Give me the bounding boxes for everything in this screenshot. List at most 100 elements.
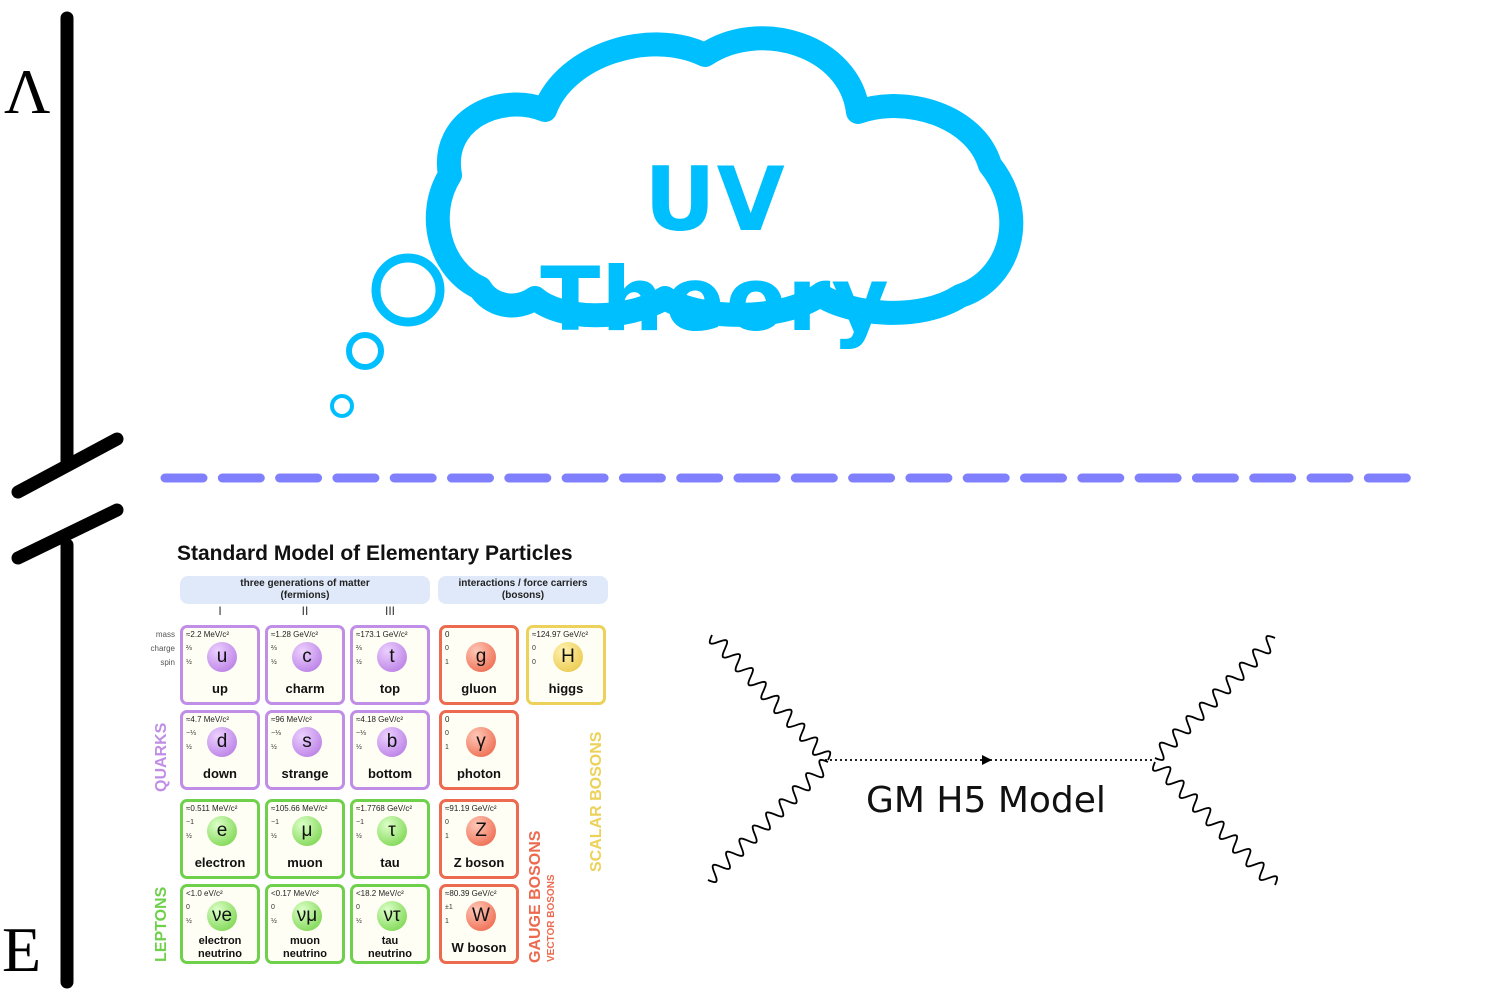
quarks-label: QUARKS: [153, 722, 170, 792]
particle-charge: 0: [532, 645, 536, 652]
particle-charge: ±1: [445, 904, 453, 911]
standard-model-title: Standard Model of Elementary Particles: [177, 542, 573, 565]
particle-spin: 1: [445, 833, 449, 840]
particle-charge: −⅓: [186, 730, 196, 737]
particle-spin: ½: [356, 659, 362, 666]
particle-spin: ½: [271, 833, 277, 840]
particle-card: ≈105.66 MeV/c² −1 ½ μ muon: [265, 799, 345, 879]
uv-theory-cloud: [425, 26, 1024, 328]
gm-h5-model-label: GM H5 Model: [866, 780, 1106, 821]
particle-spin: ½: [186, 744, 192, 751]
row-label-charge: charge: [150, 644, 175, 653]
particle-symbol: g: [466, 642, 496, 672]
particle-name: photon: [456, 766, 502, 781]
axis-break-mark-lower: [11, 503, 124, 565]
particle-charge: ⅔: [186, 645, 192, 652]
particle-charge: −1: [271, 819, 279, 826]
particle-mass: ≈124.97 GeV/c²: [532, 630, 588, 639]
bosons-header-line1: interactions / force carriers: [458, 578, 588, 589]
particle-mass: ≈2.2 MeV/c²: [186, 630, 230, 639]
particle-charge: 0: [445, 730, 449, 737]
particle-mass: <18.2 MeV/c²: [356, 889, 404, 898]
particle-name: charm: [285, 681, 325, 696]
scale-label-energy: E: [2, 914, 42, 985]
photon-line-out-bottom: [1151, 761, 1279, 886]
particle-symbol: γ: [466, 727, 496, 757]
particle-spin: ½: [356, 918, 362, 925]
particle-mass: ≈105.66 MeV/c²: [271, 804, 328, 813]
particle-symbol: νμ: [292, 901, 322, 931]
particle-charge: 0: [445, 645, 449, 652]
particle-symbol: u: [207, 642, 237, 672]
particle-spin: 1: [445, 659, 449, 666]
particle-symbol: e: [207, 816, 237, 846]
particle-charge: 0: [271, 904, 275, 911]
particle-name: strange: [281, 766, 329, 781]
particle-mass: <0.17 MeV/c²: [271, 889, 319, 898]
photon-line-out-top: [1154, 634, 1276, 762]
bosons-header: interactions / force carriers (bosons): [438, 576, 608, 604]
particle-mass: ≈91.19 GeV/c²: [445, 804, 497, 813]
thought-bubble-large: [371, 253, 445, 327]
particle-name: top: [379, 681, 401, 696]
particle-mass: ≈1.7768 GeV/c²: [356, 804, 412, 813]
particle-mass: ≈173.1 GeV/c²: [356, 630, 408, 639]
uv-theory-title: UV Theory: [540, 148, 890, 351]
particle-mass: 0: [445, 630, 450, 639]
vector-bosons-label: VECTOR BOSONS: [546, 874, 557, 962]
photon-line-in-bottom: [707, 758, 829, 884]
particle-symbol: νe: [207, 901, 237, 931]
particle-symbol: μ: [292, 816, 322, 846]
particle-charge: ⅔: [356, 645, 362, 652]
particle-card: ≈91.19 GeV/c² 0 1 Z Z boson: [439, 799, 519, 879]
particle-name: up: [212, 681, 228, 696]
generation-label-3: III: [384, 604, 395, 618]
particle-symbol: H: [553, 642, 583, 672]
particle-spin: ½: [356, 833, 362, 840]
particle-charge: 0: [445, 819, 449, 826]
particle-mass: ≈1.28 GeV/c²: [271, 630, 319, 639]
axis-break-mark-upper: [11, 432, 124, 499]
particle-charge: 0: [186, 904, 190, 911]
particle-spin: ½: [271, 659, 277, 666]
generation-label-1: I: [218, 604, 222, 618]
particle-name: W boson: [451, 940, 507, 955]
particle-name: tau: [380, 855, 400, 870]
particle-symbol: Z: [466, 816, 496, 846]
particle-mass: ≈96 MeV/c²: [271, 715, 312, 724]
particle-spin: ½: [186, 918, 192, 925]
particle-name: Z boson: [453, 855, 505, 870]
particle-spin: ½: [271, 918, 277, 925]
particle-name: muon: [287, 855, 323, 870]
leptons-label: LEPTONS: [153, 886, 170, 962]
particle-symbol: d: [207, 727, 237, 757]
particle-mass: <1.0 eV/c²: [186, 889, 223, 898]
particle-symbol: ντ: [377, 901, 407, 931]
thought-bubble-medium: [346, 332, 384, 370]
scalar-bosons-label: SCALAR BOSONS: [588, 731, 605, 872]
particle-symbol: b: [377, 727, 407, 757]
scale-label-lambda: Λ: [4, 56, 51, 127]
particle-mass: ≈4.7 MeV/c²: [186, 715, 230, 724]
particle-charge: ⅔: [271, 645, 277, 652]
particle-name: electron: [194, 855, 246, 870]
particle-mass: 0: [445, 715, 450, 724]
particle-symbol: W: [466, 901, 496, 931]
particle-spin: ½: [186, 833, 192, 840]
particle-name: higgs: [548, 681, 584, 696]
particle-name: bottom: [367, 766, 413, 781]
fermions-header-line1: three generations of matter: [240, 578, 370, 589]
particle-mass: ≈80.39 GeV/c²: [445, 889, 497, 898]
